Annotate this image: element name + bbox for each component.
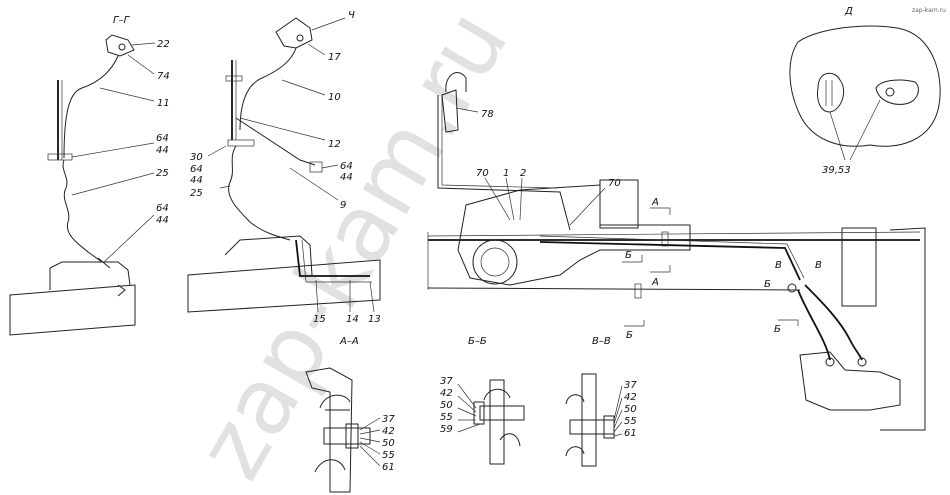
label-64-mid-right: 64	[340, 161, 353, 172]
aa-label-50: 50	[382, 438, 395, 449]
label-64-lower: 64	[156, 203, 169, 214]
label-22: 22	[157, 39, 170, 50]
bb-label-55: 55	[440, 412, 453, 423]
marker-b-top: Б	[625, 250, 632, 261]
vv-label-55: 55	[624, 416, 637, 427]
flywheel	[472, 239, 518, 285]
label-44-mid-right: 44	[340, 172, 353, 183]
label-44-lower: 44	[156, 215, 169, 226]
vv-label-37: 37	[624, 380, 637, 391]
watermark-text: zap-kam.ru	[176, 0, 528, 495]
bb-label-42: 42	[440, 388, 453, 399]
bb-plate	[489, 379, 505, 465]
section-aa: А–А 37 42 50 55 61	[305, 336, 395, 493]
left-pipe	[63, 55, 119, 159]
clip-left	[817, 72, 845, 113]
label-30: 30	[190, 152, 203, 163]
middle-top-bracket	[275, 17, 313, 49]
aa-label-55: 55	[382, 450, 395, 461]
section-bb-title: Б–Б	[468, 336, 487, 347]
label-78: 78	[481, 109, 494, 120]
label-17: 17	[328, 52, 341, 63]
label-2: 2	[520, 168, 526, 179]
vv-label-42: 42	[624, 392, 637, 403]
label-74: 74	[157, 71, 170, 82]
label-70-right: 70	[608, 178, 621, 189]
detail-d: Д 39,53	[789, 6, 941, 176]
marker-v-left: В	[775, 260, 782, 271]
right-hose-2	[797, 289, 831, 361]
label-12: 12	[328, 139, 341, 150]
main-pipe-run	[539, 241, 801, 281]
section-vv: В–В 37 42 50 55 61	[565, 336, 637, 467]
label-64-mid-left: 64	[190, 164, 203, 175]
label-15: 15	[313, 314, 326, 325]
detail-d-title: Д	[844, 6, 853, 17]
left-top-bracket	[105, 34, 135, 57]
vv-label-61: 61	[624, 428, 637, 439]
section-bb: Б–Б 37 42 50 55 59	[440, 336, 525, 465]
vv-label-50: 50	[624, 404, 637, 415]
label-13: 13	[368, 314, 381, 325]
section-vv-title: В–В	[592, 336, 611, 347]
vv-bolt	[569, 419, 615, 435]
middle-pipe-10	[239, 47, 297, 131]
label-64-upper: 64	[156, 133, 169, 144]
label-44-upper: 44	[156, 145, 169, 156]
aa-label-61: 61	[382, 462, 395, 473]
middle-hose-25	[228, 145, 291, 241]
section-aa-title: А–А	[339, 336, 359, 347]
middle-view: Ч 17 10 12 30 64 44 64 44 25 9	[187, 10, 381, 325]
marker-v-right: В	[815, 260, 822, 271]
clip-right	[875, 79, 919, 105]
left-clip-upper	[47, 153, 73, 161]
bb-label-50: 50	[440, 400, 453, 411]
marker-b-right-upper: Б	[764, 279, 771, 290]
middle-lower-frame	[187, 259, 381, 313]
detail-d-outline	[789, 25, 941, 147]
label-ch: Ч	[348, 10, 355, 21]
left-section-title: Г–Г	[113, 15, 131, 26]
corner-watermark: zap-kam.ru	[912, 7, 946, 14]
label-10: 10	[328, 92, 341, 103]
label-25-left: 25	[156, 168, 169, 179]
left-hose	[62, 159, 103, 263]
marker-a-bottom: А	[651, 277, 659, 288]
main-frame-bottom-rail	[427, 287, 801, 291]
filter-78	[441, 89, 459, 133]
label-9: 9	[340, 200, 346, 211]
label-11: 11	[157, 98, 170, 109]
label-70-left: 70	[476, 168, 489, 179]
aa-label-42: 42	[382, 426, 395, 437]
cab-support	[841, 227, 877, 307]
bb-label-37: 37	[440, 376, 453, 387]
label-44-mid-left: 44	[190, 175, 203, 186]
bb-label-59: 59	[440, 424, 453, 435]
right-hose-1	[804, 284, 863, 361]
bb-bolt	[479, 405, 525, 421]
marker-b-bottom: Б	[626, 330, 633, 341]
middle-pipes-15-14-13	[295, 239, 370, 277]
left-view: Г–Г 22 74 11 64 44 25 64 44	[9, 15, 170, 336]
marker-a-top: А	[651, 197, 659, 208]
label-25-mid: 25	[190, 188, 203, 199]
main-view: 78 70 1 2 70 А Б А Б В В Б Б	[427, 72, 926, 431]
label-1: 1	[503, 168, 509, 179]
brake-valve-body	[799, 351, 901, 411]
label-14: 14	[346, 314, 359, 325]
aa-bracket	[305, 367, 353, 493]
middle-pipe-9	[235, 117, 316, 166]
aa-bolt	[323, 427, 371, 445]
aa-label-37: 37	[382, 414, 395, 425]
left-lower-frame	[9, 284, 136, 336]
marker-b-right-lower: Б	[774, 324, 781, 335]
label-39-53: 39,53	[822, 165, 851, 176]
feed-pipe	[437, 95, 571, 231]
